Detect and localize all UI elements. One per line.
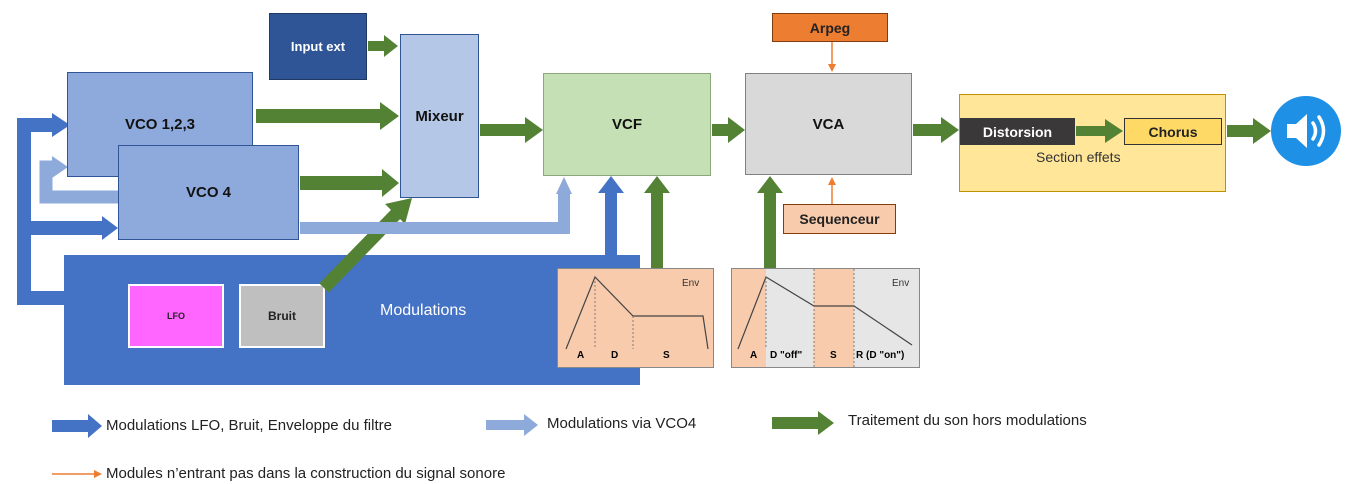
filter-env-label-a: A <box>577 350 585 361</box>
arpeg-label: Arpeg <box>809 19 851 36</box>
distorsion-module[interactable]: Distorsion <box>960 118 1075 145</box>
bruit-to-mixeur-arrowhead <box>385 198 412 224</box>
legend-dark-blue-text: Modulations LFO, Bruit, Enveloppe du fil… <box>106 417 392 434</box>
vcf-label: VCF <box>612 116 642 133</box>
lfo-module[interactable]: LFO <box>128 284 224 348</box>
vca-module[interactable]: VCA <box>745 73 912 175</box>
amp-env-to-vca-arrow <box>757 176 783 268</box>
chorus-module[interactable]: Chorus <box>1124 118 1222 145</box>
legend-orange-text: Modules n’entrant pas dans la constructi… <box>106 465 506 482</box>
amp-env-label-a: A <box>750 350 758 361</box>
vco4-label: VCO 4 <box>185 184 231 201</box>
bruit-label: Bruit <box>268 309 296 323</box>
vcf-module[interactable]: VCF <box>543 73 711 176</box>
legend-light-blue-text: Modulations via VCO4 <box>547 415 697 432</box>
arpeg-to-vca-arrowhead <box>828 64 836 72</box>
mod-to-vco4-arrowhead <box>102 216 118 240</box>
legend-green-text: Traitement du son hors modulations <box>848 412 1087 429</box>
speaker-icon <box>1271 96 1341 166</box>
amp-env-label-r: R (D "on") <box>856 350 905 361</box>
mod-to-vco-loop-arrow <box>17 118 64 305</box>
filter-env-to-vcf-arrow <box>644 176 670 268</box>
mod-to-vcf-arrow <box>598 176 624 255</box>
vco4-to-vcf-arrow <box>300 193 570 234</box>
vca-label: VCA <box>812 115 845 133</box>
filter-env-title: Env <box>682 278 700 289</box>
bruit-module[interactable]: Bruit <box>239 284 325 348</box>
amp-env-shade-d <box>766 269 814 367</box>
vco4-module[interactable]: VCO 4 <box>118 145 299 240</box>
vco4-to-vcf-arrowhead <box>556 177 572 194</box>
arpeg-module[interactable]: Arpeg <box>772 13 888 42</box>
sequenceur-label: Sequenceur <box>799 211 880 227</box>
amp-envelope-panel: Env A D "off" S R (D "on") <box>731 268 920 368</box>
filter-envelope-curve <box>565 275 709 350</box>
distorsion-to-chorus-arrow <box>1076 119 1123 143</box>
vco123-label: VCO 1,2,3 <box>124 116 196 133</box>
filter-envelope-panel: Env A D S <box>557 268 714 368</box>
input-ext-module[interactable]: Input ext <box>269 13 367 80</box>
chorus-to-speaker-arrow <box>1227 118 1271 144</box>
mod-to-vco123-arrowhead <box>52 113 70 137</box>
vco123-to-mixeur-arrow <box>256 102 399 130</box>
amp-env-title: Env <box>892 278 910 289</box>
mixeur-to-vcf-arrow <box>480 117 543 143</box>
vcf-to-vca-arrow <box>712 117 745 143</box>
vco4-to-vco123-loop-arrow <box>39 160 118 204</box>
vco4-to-mixeur-arrow <box>300 169 399 197</box>
sequenceur-to-vca-arrowhead <box>828 177 836 185</box>
amp-env-shade-r <box>854 269 919 367</box>
mixeur-module[interactable]: Mixeur <box>400 34 479 198</box>
filter-env-label-s: S <box>663 350 670 361</box>
amp-envelope-curve <box>737 269 913 367</box>
sequenceur-module[interactable]: Sequenceur <box>783 204 896 234</box>
amp-env-label-d-off: D "off" <box>770 350 803 361</box>
vco4-to-vco123-arrowhead <box>52 156 68 178</box>
modulations-label: Modulations <box>380 302 467 319</box>
section-effets-label: Section effets <box>1036 149 1121 165</box>
vca-to-distorsion-arrow <box>913 117 959 143</box>
amp-env-label-s: S <box>830 350 837 361</box>
input-ext-label: Input ext <box>290 39 346 54</box>
distorsion-label: Distorsion <box>982 123 1053 140</box>
filter-env-label-d: D <box>611 350 619 361</box>
lfo-label: LFO <box>167 311 185 321</box>
mixeur-label: Mixeur <box>415 107 464 125</box>
chorus-label: Chorus <box>1148 123 1198 140</box>
input-ext-to-mixeur-arrow <box>368 35 398 57</box>
